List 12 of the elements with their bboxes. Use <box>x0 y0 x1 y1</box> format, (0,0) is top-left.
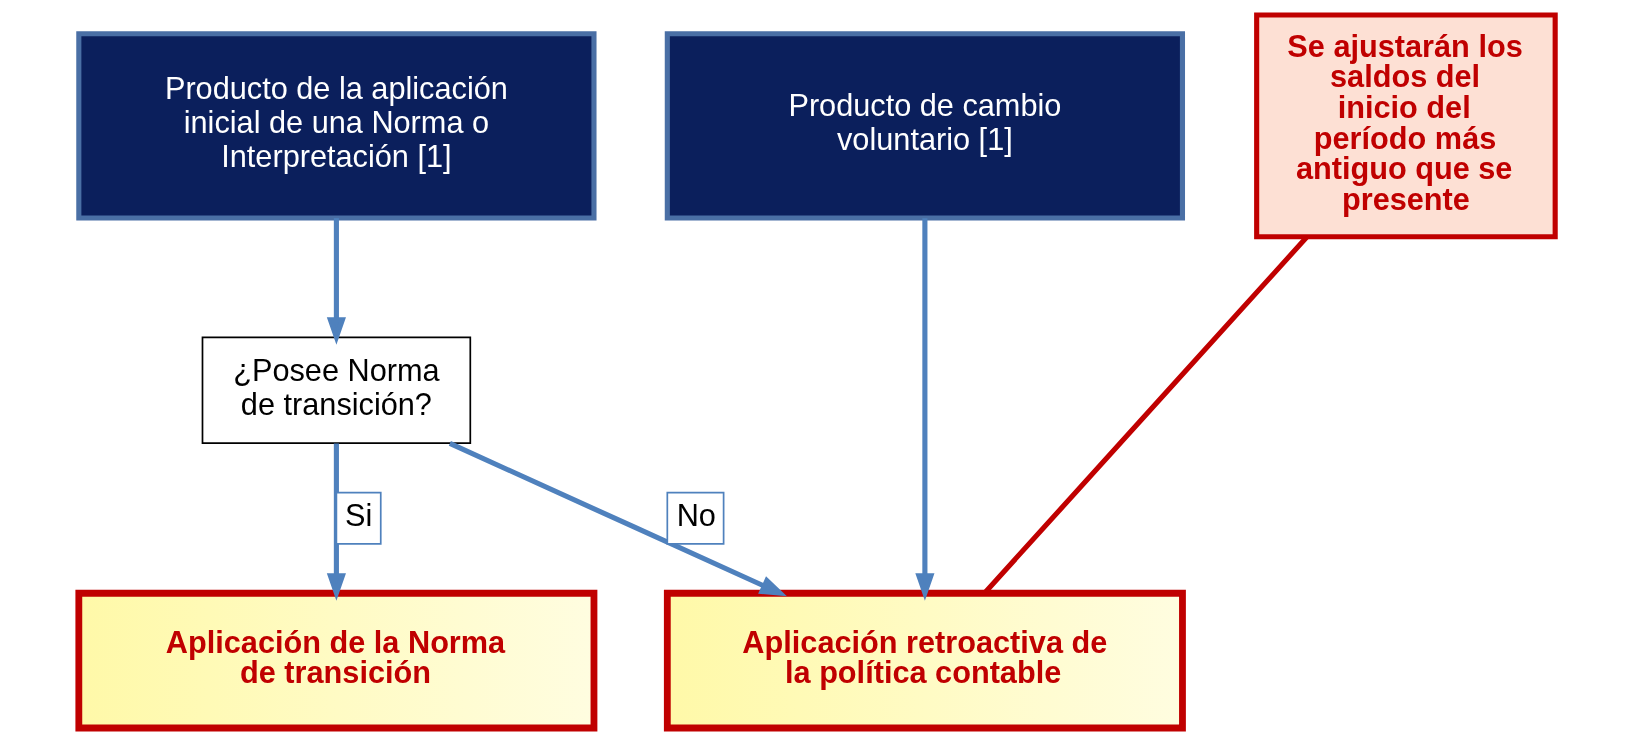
arrow <box>326 443 346 601</box>
arrow <box>915 218 935 601</box>
edge-label: Si <box>344 497 373 533</box>
node-box: Producto de cambio voluntario [1] <box>664 31 1185 221</box>
arrow <box>326 218 346 345</box>
node-box: Producto de la aplicación inicial de una Norma o Interpretación [1] <box>76 31 597 221</box>
node-box: Se ajustarán los saldos del inicio del período más antiguo que se presente <box>1254 12 1558 240</box>
node-box: Aplicación de la Norma de transición <box>75 589 598 732</box>
edge-label: No <box>676 497 716 533</box>
node-box: ¿Posee Norma de transición? <box>201 336 472 444</box>
node-box: Aplicación retroactiva de la política contable <box>663 589 1186 732</box>
arrow <box>448 441 787 597</box>
